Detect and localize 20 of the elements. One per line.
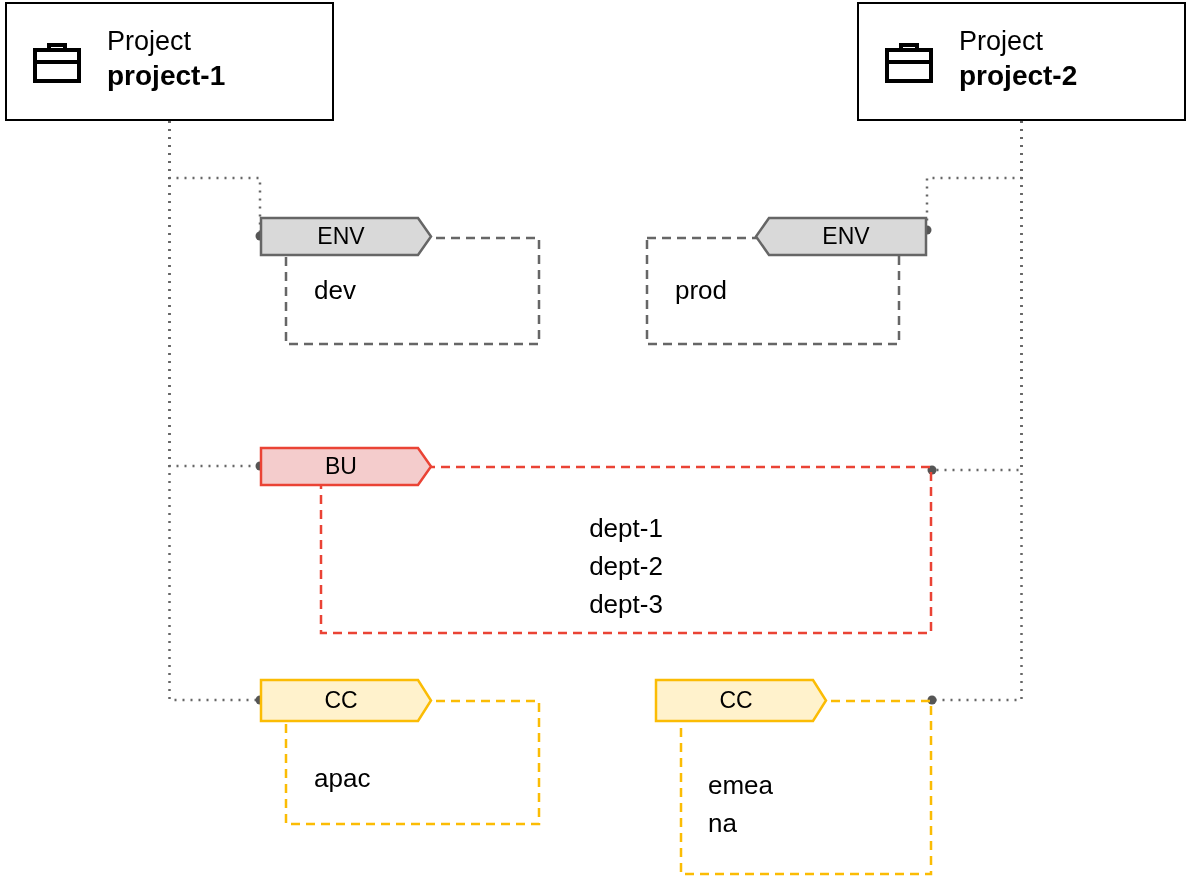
project-card: [857, 2, 1186, 121]
tag-key: BU: [325, 453, 357, 480]
tag-value: dept-2: [589, 551, 663, 581]
tag-value: dept-3: [589, 589, 663, 619]
tag-value: emea: [708, 770, 774, 800]
tag-key: CC: [719, 687, 753, 714]
tag-key: ENV: [822, 223, 870, 250]
project-label: Project: [107, 26, 192, 57]
tag-value: dev: [314, 275, 356, 305]
tag-value: dept-1: [589, 513, 663, 543]
tag-value: na: [708, 808, 737, 838]
tag-value: apac: [314, 763, 371, 793]
dotted-connector: [927, 121, 1023, 705]
project-label: Project: [959, 26, 1044, 57]
tag-key: ENV: [317, 223, 365, 250]
tag-value: prod: [675, 275, 728, 305]
project-name: project-2: [959, 60, 1078, 92]
project-card: [5, 2, 334, 121]
tag-key: CC: [324, 687, 358, 714]
project-name: project-1: [107, 60, 226, 92]
